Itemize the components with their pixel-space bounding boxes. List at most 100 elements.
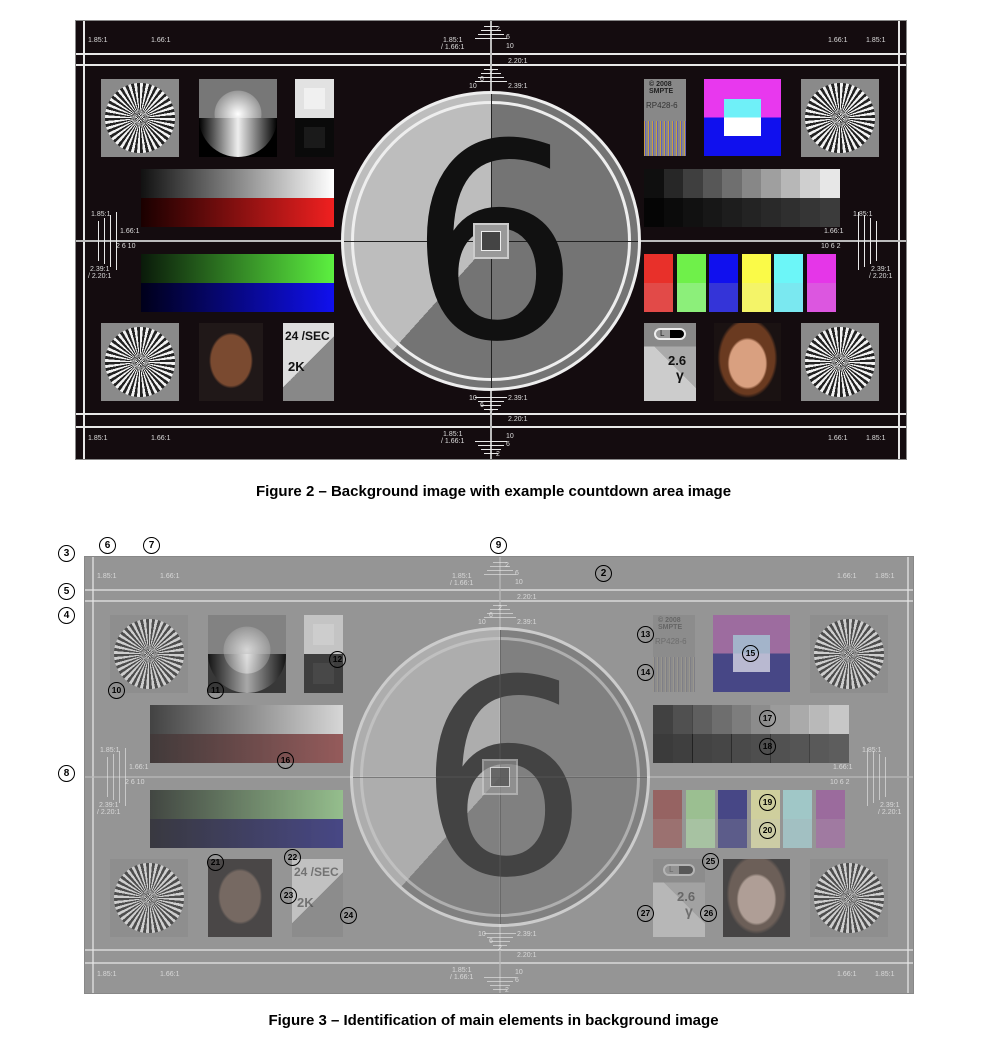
tick-mark xyxy=(870,218,871,264)
ratio-166-label: 1.66:1 xyxy=(833,764,853,771)
gray-step-lower xyxy=(780,198,801,227)
ratio-185-label: 1.85:1 xyxy=(88,37,108,44)
tick-label: 2 xyxy=(505,987,509,994)
ratio-239-220-label: / 2.20:1 xyxy=(97,809,121,816)
tick-mark xyxy=(490,609,510,610)
copyright-line-1: © 2008 xyxy=(658,617,681,624)
tick-label: 2 xyxy=(496,26,500,34)
tick-mark xyxy=(481,405,501,406)
callout-27: 27 xyxy=(637,905,654,922)
tick-label: 6 xyxy=(489,612,493,619)
tick-mark xyxy=(475,38,507,39)
gray-step-lower xyxy=(800,198,820,227)
color-bar-low xyxy=(774,283,803,312)
callout-23: 23 xyxy=(280,887,297,904)
gray-step-lower xyxy=(663,198,684,227)
ratio-166-label: 1.66:1 xyxy=(824,228,844,235)
ratio-239-label: 2.39:1 xyxy=(508,395,528,402)
face-image-right xyxy=(714,323,781,401)
center-target-inner xyxy=(490,767,510,787)
ratio-185-166-label: 1.85:1 xyxy=(443,37,463,44)
callout-8: 8 xyxy=(58,765,75,782)
color-bar xyxy=(783,790,812,819)
gray-step-upper xyxy=(809,705,829,734)
ratio-239-220-label: 2.39:1 xyxy=(880,802,900,809)
color-bar-low xyxy=(718,819,747,848)
gray-step-lower xyxy=(741,198,762,227)
callout-19: 19 xyxy=(759,794,776,811)
color-bar-low xyxy=(783,819,812,848)
green-ramp xyxy=(150,790,343,819)
tick-mark xyxy=(484,453,498,454)
rp-label: RP428-6 xyxy=(646,101,678,110)
frame-line xyxy=(92,557,94,993)
tick-label: 10 xyxy=(515,579,523,586)
callout-5: 5 xyxy=(58,583,75,600)
tick-mark xyxy=(864,215,865,267)
tick-mark xyxy=(879,754,880,800)
gray-step-lower xyxy=(819,198,840,227)
tick-mark xyxy=(481,30,501,31)
callout-17: 17 xyxy=(759,710,776,727)
green-ramp xyxy=(141,254,334,283)
frame-line xyxy=(907,557,909,993)
ratio-185-label: 1.85:1 xyxy=(88,435,108,442)
face-image-left xyxy=(208,859,272,937)
ratio-185-label: 1.85:1 xyxy=(862,747,882,754)
white-square xyxy=(295,79,334,118)
starburst-bottom-left xyxy=(110,859,188,937)
starburst-bottom-left xyxy=(101,323,179,401)
resolution-pattern xyxy=(653,657,695,692)
ratio-166-label: 1.66:1 xyxy=(151,435,171,442)
color-bar xyxy=(774,254,803,283)
red-ramp xyxy=(150,734,343,763)
tick-label: 10 xyxy=(506,433,514,440)
tick-mark xyxy=(107,757,108,797)
color-bar-low xyxy=(741,283,771,312)
ratio-239-220-label: / 2.20:1 xyxy=(869,273,893,280)
eye-label: L xyxy=(660,329,665,338)
tick-label: 10 xyxy=(506,43,514,50)
tick-mark xyxy=(484,409,498,410)
ratio-166-label: 1.66:1 xyxy=(828,435,848,442)
callout-22: 22 xyxy=(284,849,301,866)
gamma-symbol: γ xyxy=(685,903,693,919)
gray-step-lower xyxy=(828,734,849,763)
callout-4: 4 xyxy=(58,607,75,624)
gray-step-lower xyxy=(672,734,693,763)
gray-step-upper xyxy=(663,169,684,198)
tick-label: 10 6 2 xyxy=(821,243,841,250)
gray-step-lower xyxy=(711,734,732,763)
color-bar-low xyxy=(685,819,715,848)
ratio-166-label: 1.66:1 xyxy=(837,573,857,580)
gamma-value: 2.6 xyxy=(677,889,696,904)
ratio-185-label: 1.85:1 xyxy=(97,971,117,978)
color-bar-low xyxy=(676,283,706,312)
color-bar xyxy=(709,254,738,283)
tick-mark xyxy=(493,605,507,606)
blue-ramp xyxy=(141,283,334,312)
tick-label: 2 xyxy=(489,409,493,416)
tick-mark xyxy=(490,941,510,942)
ratio-185-166-label: / 1.66:1 xyxy=(441,44,465,51)
tick-label: 2 xyxy=(498,605,502,613)
gray-step-upper xyxy=(644,169,664,198)
gray-step-upper xyxy=(711,705,732,734)
gray-step-lower xyxy=(722,198,742,227)
starburst-top-left xyxy=(101,79,179,157)
ratio-239-220-label: / 2.20:1 xyxy=(878,809,902,816)
eye-label: L xyxy=(669,865,674,874)
color-bar xyxy=(806,254,836,283)
tick-label: 2 xyxy=(496,451,500,458)
glasses-icon xyxy=(654,328,686,340)
callout-3: 3 xyxy=(58,545,75,562)
color-bar xyxy=(741,254,771,283)
center-target-inner xyxy=(481,231,501,251)
ratio-185-label: 1.85:1 xyxy=(866,435,886,442)
ratio-185-label: 1.85:1 xyxy=(875,573,895,580)
